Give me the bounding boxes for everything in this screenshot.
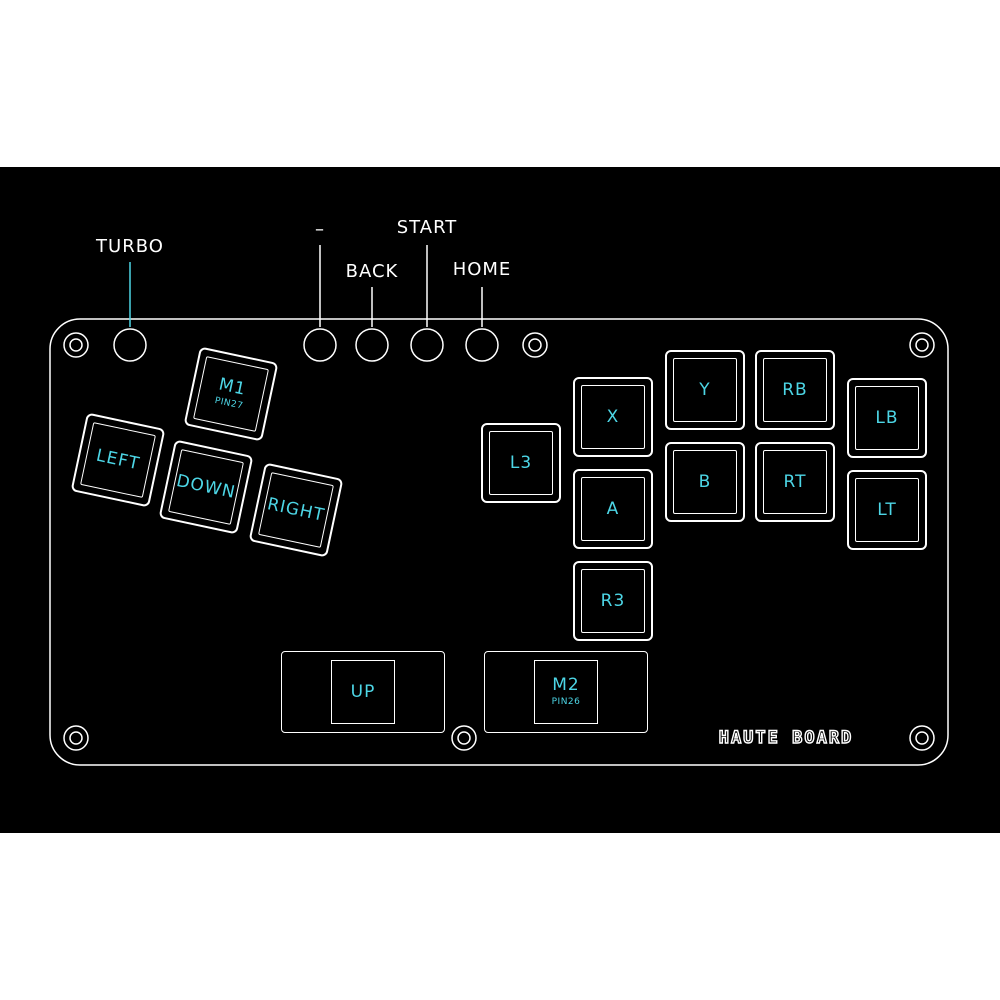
key-a-label: A xyxy=(606,498,620,519)
key-m1[interactable]: M1 PIN27 xyxy=(183,346,279,442)
key-b-cap: B xyxy=(673,450,737,514)
board-panel: TURBO – START BACK HOME M1 PIN27 LEFT DO… xyxy=(0,167,1000,833)
board-outline xyxy=(49,318,949,766)
key-rb-label: RB xyxy=(782,379,808,400)
minus-label: – xyxy=(315,219,325,240)
start-button xyxy=(410,328,444,362)
screw-hole-bottom-right xyxy=(909,725,935,751)
screw-hole-bottom-mid xyxy=(451,725,477,751)
key-rb[interactable]: RB xyxy=(755,350,835,430)
key-a-cap: A xyxy=(581,477,645,541)
key-y[interactable]: Y xyxy=(665,350,745,430)
key-m2-pin: PIN26 xyxy=(551,697,581,707)
key-up-label: UP xyxy=(350,681,376,702)
key-rt-label: RT xyxy=(783,471,807,492)
key-b-label: B xyxy=(698,471,712,492)
screw-hole-top-left xyxy=(63,332,89,358)
home-button xyxy=(465,328,499,362)
key-down-label: DOWN xyxy=(174,470,238,503)
key-m2-cap: M2 PIN26 xyxy=(534,660,598,724)
key-lt-label: LT xyxy=(877,499,897,520)
key-l3-cap: L3 xyxy=(489,431,553,495)
screw-hole-top-right xyxy=(909,332,935,358)
key-left-cap: LEFT xyxy=(80,422,156,498)
key-rt[interactable]: RT xyxy=(755,442,835,522)
turbo-label: TURBO xyxy=(96,236,164,257)
key-r3-label: R3 xyxy=(600,590,626,611)
key-right[interactable]: RIGHT xyxy=(248,462,344,558)
key-y-cap: Y xyxy=(673,358,737,422)
key-left[interactable]: LEFT xyxy=(70,412,166,508)
start-label: START xyxy=(396,217,458,238)
key-y-label: Y xyxy=(699,379,711,400)
turbo-button xyxy=(113,328,147,362)
back-button xyxy=(355,328,389,362)
key-m2[interactable]: M2 PIN26 xyxy=(484,651,648,733)
key-a[interactable]: A xyxy=(573,469,653,549)
key-r3[interactable]: R3 xyxy=(573,561,653,641)
back-label: BACK xyxy=(345,261,399,282)
key-right-cap: RIGHT xyxy=(258,472,334,548)
board-outline-drawing xyxy=(49,245,949,766)
key-rt-cap: RT xyxy=(763,450,827,514)
key-lt[interactable]: LT xyxy=(847,470,927,550)
key-lt-cap: LT xyxy=(855,478,919,542)
screw-hole-top-mid xyxy=(522,332,548,358)
key-lb-label: LB xyxy=(875,407,899,428)
minus-button xyxy=(303,328,337,362)
key-lb[interactable]: LB xyxy=(847,378,927,458)
key-lb-cap: LB xyxy=(855,386,919,450)
key-m1-cap: M1 PIN27 xyxy=(193,356,269,432)
key-left-label: LEFT xyxy=(94,445,142,474)
key-down[interactable]: DOWN xyxy=(158,439,254,535)
home-label: HOME xyxy=(452,259,512,280)
key-r3-cap: R3 xyxy=(581,569,645,633)
key-b[interactable]: B xyxy=(665,442,745,522)
screw-hole-bottom-left xyxy=(63,725,89,751)
key-rb-cap: RB xyxy=(763,358,827,422)
key-l3[interactable]: L3 xyxy=(481,423,561,503)
key-x[interactable]: X xyxy=(573,377,653,457)
key-right-label: RIGHT xyxy=(265,493,327,526)
key-m1-label: M1 xyxy=(216,374,248,400)
key-l3-label: L3 xyxy=(509,452,533,473)
key-m2-label: M2 xyxy=(552,675,580,695)
key-down-cap: DOWN xyxy=(168,449,244,525)
key-up-cap: UP xyxy=(331,660,395,724)
brand-logo: HAUTE BOARD xyxy=(718,727,854,748)
key-up[interactable]: UP xyxy=(281,651,445,733)
key-x-cap: X xyxy=(581,385,645,449)
key-x-label: X xyxy=(606,406,620,427)
